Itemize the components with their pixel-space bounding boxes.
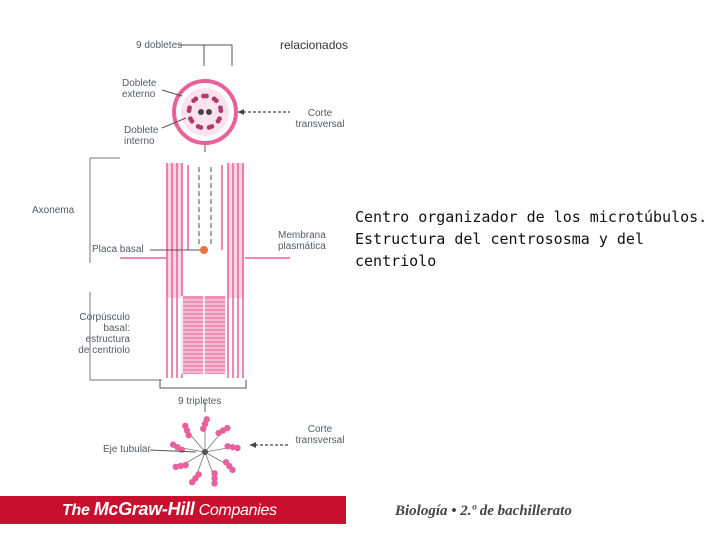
triplet-tubule [182, 422, 189, 430]
triplet-tubule [229, 466, 236, 474]
cilium-diagram [89, 44, 290, 487]
doublet-tubule [206, 125, 212, 130]
doublet-tubule [218, 108, 224, 114]
label-cross-section-bottom: Corte transversal [295, 424, 345, 446]
doublet-tubule [213, 98, 219, 104]
label-inner-doublet: Doblete interno [124, 125, 159, 147]
triplet-tubule [224, 443, 231, 450]
brand-suffix: Companies [198, 502, 278, 519]
triplet-tubule [189, 478, 196, 486]
triplet-tubule [182, 461, 189, 469]
triplet-tubule [211, 480, 218, 487]
basal-body [181, 296, 227, 374]
publisher-bar: The McGraw-Hill Companies [0, 496, 346, 524]
label-nine-doublets: 9 dobletes [136, 40, 183, 51]
label-basal-body: Corpúsculo basal: estructura de centriol… [78, 312, 130, 356]
triplet-tubule [169, 441, 177, 448]
triplet-tubule [234, 444, 241, 452]
triplet-tubule [224, 424, 231, 432]
brand-the: The [62, 502, 90, 519]
course-label: Biología • 2.º de bachillerato [395, 503, 572, 519]
doublets-bracket [178, 44, 233, 66]
cross-section-basal-body [169, 416, 241, 487]
label-related: relacionados [280, 38, 349, 52]
label-cross-section-top: Corte transversal [295, 108, 345, 130]
doublet-tubule [188, 116, 193, 122]
doublet-tubule [187, 105, 192, 111]
label-tubular-axis: Eje tubular [103, 444, 151, 455]
label-plasma-membrane: Membrana plasmática [278, 230, 326, 252]
triplet-tubule [172, 463, 180, 471]
brand-name: McGraw-Hill [93, 499, 195, 519]
label-outer-doublet: Doblete externo [122, 78, 157, 100]
axoneme-longitudinal [166, 163, 244, 378]
doublet-tubule [193, 96, 199, 102]
cross-section-axoneme [172, 79, 238, 145]
doublet-tubule [204, 93, 209, 99]
triplet-tubule [177, 462, 184, 470]
triplet-tubule [203, 416, 210, 423]
basal-plate [200, 246, 208, 254]
doublet-tubule [195, 124, 201, 129]
label-axoneme: Axonema [32, 205, 75, 216]
doublet-tubule [215, 118, 221, 124]
label-nine-triplets: 9 tripletes [178, 396, 222, 407]
triplet-tubule [229, 443, 236, 451]
label-basal-plate: Placa basal [92, 244, 144, 255]
triplet-tubule [211, 470, 218, 477]
publisher-logo: The McGraw-Hill Companies [62, 499, 277, 520]
slide-title: Centro organizador de los microtúbulos. … [355, 208, 708, 270]
triplet-tubule [211, 475, 218, 482]
